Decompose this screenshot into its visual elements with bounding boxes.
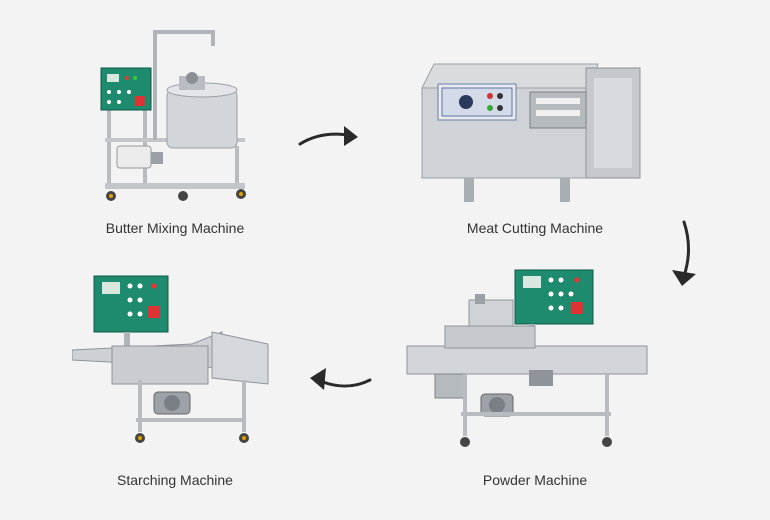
butter-mixing-machine-image (100, 30, 246, 201)
down-arrow-icon (672, 220, 696, 286)
left-arrow-icon (310, 368, 372, 390)
step-label-powder: Powder Machine (482, 472, 588, 488)
step-label-meat-cutting: Meat Cutting Machine (466, 220, 604, 236)
step-label-butter-mixing: Butter Mixing Machine (105, 220, 245, 236)
meat-cutting-machine-image (421, 63, 641, 202)
powder-machine-image (406, 269, 648, 447)
right-arrow-icon (298, 126, 358, 146)
step-label-starching: Starching Machine (117, 472, 233, 488)
starching-machine-image (72, 275, 269, 443)
